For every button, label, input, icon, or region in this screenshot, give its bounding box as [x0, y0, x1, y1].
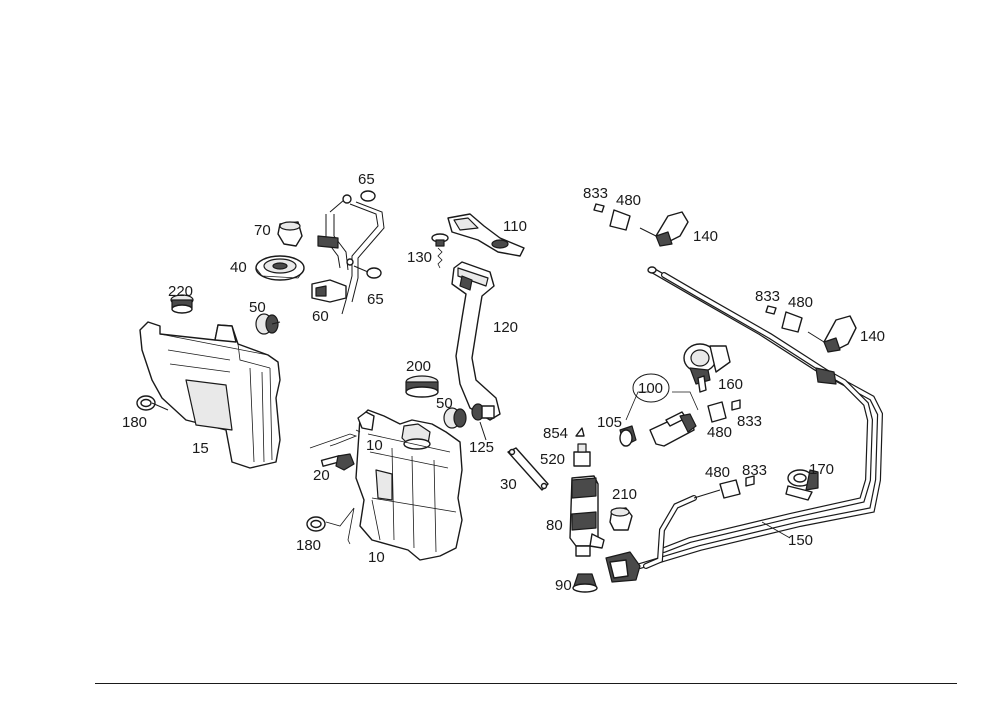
label-part-160: 160 [718, 376, 743, 393]
label-part-60: 60 [312, 308, 329, 325]
grommet-220 [170, 294, 194, 314]
valve-480-top [593, 203, 631, 231]
label-part-20: 20 [313, 467, 330, 484]
label-part-200: 200 [406, 358, 431, 375]
reservoir-15 [139, 321, 281, 469]
group-100 [625, 391, 699, 421]
label-part-125: 125 [469, 439, 494, 456]
plug-50-center [443, 407, 467, 429]
label-part-50-center: 50 [436, 395, 453, 412]
label-part-65-top: 65 [358, 171, 375, 188]
label-part-90: 90 [555, 577, 572, 594]
clip-170 [785, 469, 819, 501]
label-part-30: 30 [500, 476, 517, 493]
label-part-854: 854 [543, 425, 568, 442]
grommet-200 [405, 375, 439, 398]
label-part-40: 40 [230, 259, 247, 276]
label-part-100: 100 [638, 380, 663, 397]
bolt-20 [320, 453, 355, 471]
label-part-130: 130 [407, 249, 432, 266]
label-part-480-mid: 480 [788, 294, 813, 311]
seal-520 [573, 443, 591, 467]
nozzle-140-mid [807, 315, 857, 353]
label-part-80: 80 [546, 517, 563, 534]
label-part-70: 70 [254, 222, 271, 239]
label-part-140-mid: 140 [860, 328, 885, 345]
valve-480-center [707, 399, 741, 423]
leader-150 [761, 521, 791, 539]
label-part-180-center: 180 [296, 537, 321, 554]
label-part-480-lower: 480 [705, 464, 730, 481]
label-part-180-left: 180 [122, 414, 147, 431]
cap-110 [447, 213, 525, 257]
seal-40 [255, 255, 305, 281]
ring-180-left [136, 395, 169, 411]
clip-105 [619, 425, 637, 447]
strap-30 [507, 447, 549, 491]
motor-160 [683, 343, 731, 393]
valve-480-mid [765, 305, 803, 333]
valve-480-lower [693, 475, 755, 499]
label-part-140-top: 140 [693, 228, 718, 245]
label-part-833-mid: 833 [755, 288, 780, 305]
footer-rule [95, 683, 957, 684]
label-part-210: 210 [612, 486, 637, 503]
callout-lines-20 [309, 429, 361, 449]
label-part-15: 15 [192, 440, 209, 457]
hose-150 [605, 266, 884, 583]
label-part-65-bottom: 65 [367, 291, 384, 308]
ring-180-center [306, 507, 355, 545]
label-part-120: 120 [493, 319, 518, 336]
clip-854 [575, 427, 585, 437]
label-part-220: 220 [168, 283, 193, 300]
grommet-210 [609, 507, 633, 531]
nozzle-140-top [639, 211, 689, 247]
screw-130 [431, 233, 449, 269]
label-part-520: 520 [540, 451, 565, 468]
label-part-833-center: 833 [737, 413, 762, 430]
connector-125 [471, 403, 495, 441]
nozzle-100 [649, 411, 697, 447]
label-part-10: 10 [368, 549, 385, 566]
sensor-60 [311, 194, 385, 315]
label-part-105: 105 [597, 414, 622, 431]
label-part-833-top: 833 [583, 185, 608, 202]
label-part-833-lower: 833 [742, 462, 767, 479]
label-part-480-top: 480 [616, 192, 641, 209]
oring-65-top [360, 190, 376, 202]
grommet-90 [572, 573, 598, 593]
label-part-110: 110 [503, 218, 527, 235]
label-part-150: 150 [788, 532, 813, 549]
oring-65-bottom [353, 265, 382, 279]
label-part-50-left: 50 [249, 299, 266, 316]
label-part-480-center: 480 [707, 424, 732, 441]
cap-70 [277, 221, 303, 247]
reservoir-10 [355, 409, 463, 561]
label-part-100-group: 100 [632, 373, 670, 403]
label-part-170: 170 [809, 461, 834, 478]
label-10: 10 [366, 437, 383, 454]
part-labels: 10 [366, 437, 383, 454]
filler-neck-120 [451, 261, 501, 421]
pump-80 [569, 475, 605, 557]
plug-50-left [255, 313, 281, 335]
